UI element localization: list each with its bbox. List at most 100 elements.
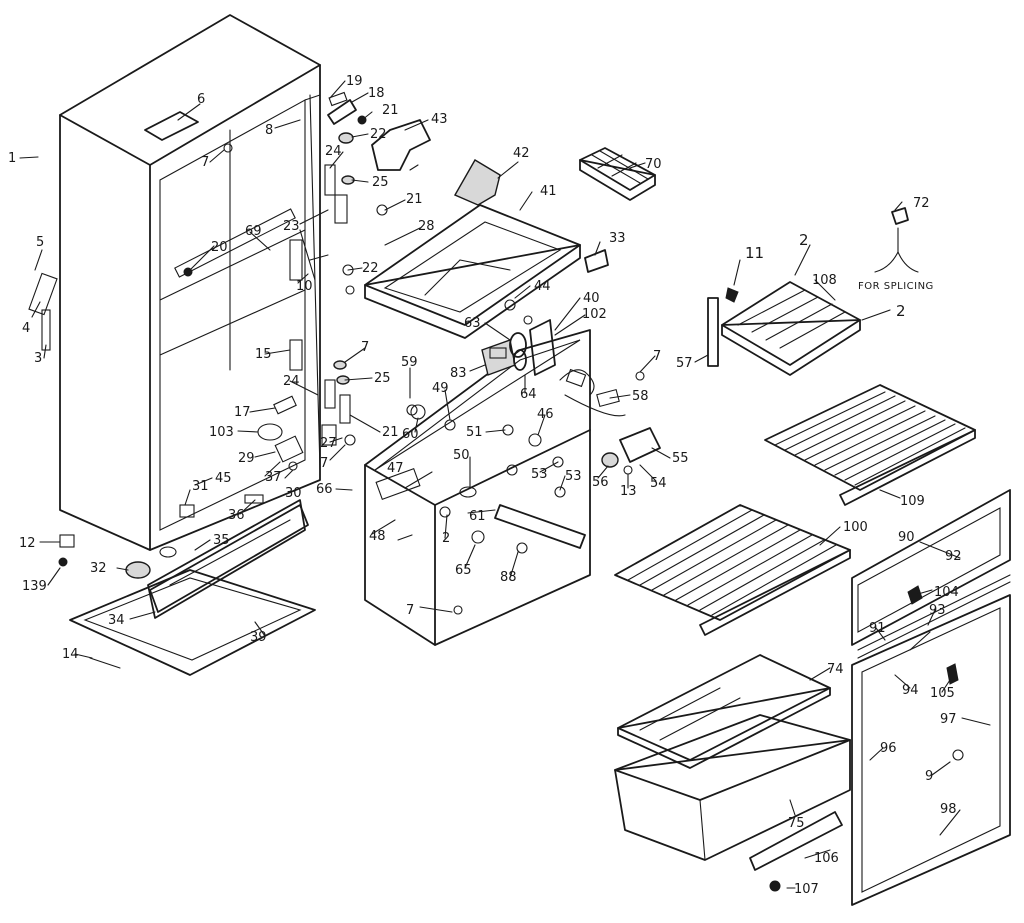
part-callout-11: 11	[745, 244, 764, 262]
part-callout-3: 3	[34, 351, 42, 366]
part-callout-20: 20	[211, 240, 228, 255]
part-callout-53: 53	[565, 469, 582, 484]
part-callout-18: 18	[368, 86, 385, 101]
part-callout-105: 105	[930, 686, 955, 701]
wire-shelf-lower	[614, 504, 851, 636]
part-callout-23: 23	[283, 219, 300, 234]
part-callout-54: 54	[650, 476, 667, 491]
part-callout-61: 61	[469, 509, 486, 524]
part-callout-65: 65	[455, 563, 472, 578]
part-callout-7: 7	[320, 456, 328, 471]
part-callout-7: 7	[653, 349, 661, 364]
part-callout-98: 98	[940, 802, 957, 817]
part-callout-22: 22	[362, 261, 379, 276]
part-callout-42: 42	[513, 146, 530, 161]
part-callout-17: 17	[234, 405, 251, 420]
part-callout-41: 41	[540, 184, 557, 199]
splice-connector	[874, 207, 919, 273]
part-callout-97: 97	[940, 712, 957, 727]
part-callout-10: 10	[296, 279, 313, 294]
part-callout-15: 15	[255, 347, 272, 362]
part-callout-57: 57	[676, 356, 693, 371]
part-callout-60: 60	[402, 427, 419, 442]
part-callout-45: 45	[215, 471, 232, 486]
small-shelf	[707, 281, 861, 376]
part-callout-72: 72	[913, 196, 930, 211]
part-callout-14: 14	[62, 647, 79, 662]
part-callout-90: 90	[898, 530, 915, 545]
part-callout-55: 55	[672, 451, 689, 466]
part-callout-107: 107	[794, 882, 819, 897]
part-callout-75: 75	[788, 816, 805, 831]
part-callout-31: 31	[192, 479, 209, 494]
part-callout-30: 30	[285, 486, 302, 501]
part-callout-43: 43	[431, 112, 448, 127]
base-parts	[58, 494, 316, 676]
part-callout-64: 64	[520, 387, 537, 402]
part-callout-8: 8	[265, 123, 273, 138]
part-callout-34: 34	[108, 613, 125, 628]
cabinet-shell	[28, 14, 321, 551]
part-callout-108: 108	[812, 273, 837, 288]
part-callout-96: 96	[880, 741, 897, 756]
part-callout-21: 21	[382, 103, 399, 118]
part-callout-44: 44	[534, 279, 551, 294]
part-callout-33: 33	[609, 231, 626, 246]
part-callout-69: 69	[245, 224, 262, 239]
leader-lines	[19, 80, 991, 889]
part-callout-37: 37	[265, 470, 282, 485]
control-assembly	[481, 249, 661, 475]
part-callout-47: 47	[387, 461, 404, 476]
part-callout-12: 12	[19, 536, 36, 551]
part-callout-32: 32	[90, 561, 107, 576]
part-callout-24: 24	[325, 144, 342, 159]
part-callout-25: 25	[374, 371, 391, 386]
part-callout-22: 22	[370, 127, 387, 142]
part-callout-94: 94	[902, 683, 919, 698]
part-callout-21: 21	[382, 425, 399, 440]
splice-note: FOR SPLICING	[858, 281, 934, 292]
part-callout-40: 40	[583, 291, 600, 306]
part-callout-51: 51	[466, 425, 483, 440]
callout-labels: 1222345677777891011121314151718192021212…	[8, 74, 962, 897]
part-callout-19: 19	[346, 74, 363, 89]
part-callout-48: 48	[369, 529, 386, 544]
part-callout-50: 50	[453, 448, 470, 463]
part-callout-28: 28	[418, 219, 435, 234]
part-callout-9: 9	[925, 769, 933, 784]
part-callout-21: 21	[406, 192, 423, 207]
part-callout-106: 106	[814, 851, 839, 866]
part-callout-70: 70	[645, 157, 662, 172]
part-callout-56: 56	[592, 475, 609, 490]
part-callout-91: 91	[869, 621, 886, 636]
part-callout-83: 83	[450, 366, 467, 381]
part-callout-2: 2	[799, 231, 809, 249]
part-callout-27: 27	[320, 436, 337, 451]
part-callout-109: 109	[900, 494, 925, 509]
ice-tray	[579, 147, 656, 201]
part-callout-36: 36	[228, 508, 245, 523]
part-callout-25: 25	[372, 175, 389, 190]
part-callout-7: 7	[361, 340, 369, 355]
part-callout-24: 24	[283, 374, 300, 389]
part-callout-7: 7	[201, 155, 209, 170]
part-callout-7: 7	[406, 603, 414, 618]
evaporator-cover	[345, 119, 581, 339]
part-callout-59: 59	[401, 355, 418, 370]
part-callout-66: 66	[316, 482, 333, 497]
part-callout-49: 49	[432, 381, 449, 396]
part-callout-13: 13	[620, 484, 637, 499]
part-callout-63: 63	[464, 316, 481, 331]
part-callout-58: 58	[632, 389, 649, 404]
crisper-assembly	[614, 654, 851, 892]
part-callout-35: 35	[213, 533, 230, 548]
part-callout-53: 53	[531, 467, 548, 482]
part-callout-74: 74	[827, 662, 844, 677]
part-callout-2: 2	[896, 302, 906, 320]
part-callout-5: 5	[36, 235, 44, 250]
part-callout-2: 2	[442, 531, 450, 546]
part-callout-102: 102	[582, 307, 607, 322]
part-callout-6: 6	[197, 92, 205, 107]
part-callout-104: 104	[934, 585, 959, 600]
